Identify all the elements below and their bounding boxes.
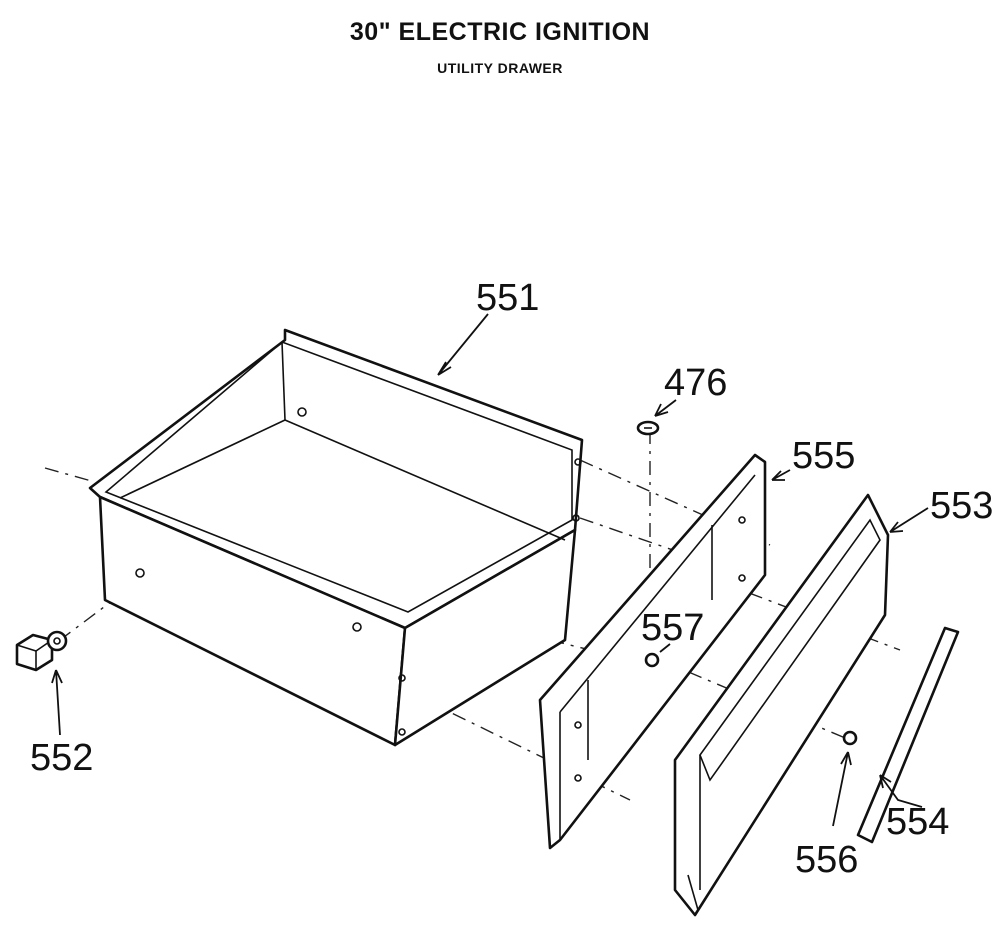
part-labels: 551 476 555 553 557 552 556 554 <box>30 277 993 881</box>
diagram-title: 30" ELECTRIC IGNITION <box>349 18 651 46</box>
inner-panel <box>538 453 767 850</box>
nut <box>842 730 858 746</box>
label-551: 551 <box>476 277 539 319</box>
fastener <box>644 652 660 668</box>
front-panel <box>673 493 890 917</box>
handle <box>856 626 960 844</box>
leader-lines <box>51 313 929 827</box>
diagram-subtitle: UTILITY DRAWER <box>437 60 563 76</box>
label-556: 556 <box>795 839 858 881</box>
screw <box>636 420 660 436</box>
drawer-body <box>88 328 584 747</box>
label-552: 552 <box>30 737 93 779</box>
roller <box>15 630 68 672</box>
label-555: 555 <box>792 435 855 477</box>
label-554: 554 <box>886 801 949 843</box>
label-476: 476 <box>664 362 727 404</box>
label-557: 557 <box>641 607 704 649</box>
label-553: 553 <box>930 485 993 527</box>
